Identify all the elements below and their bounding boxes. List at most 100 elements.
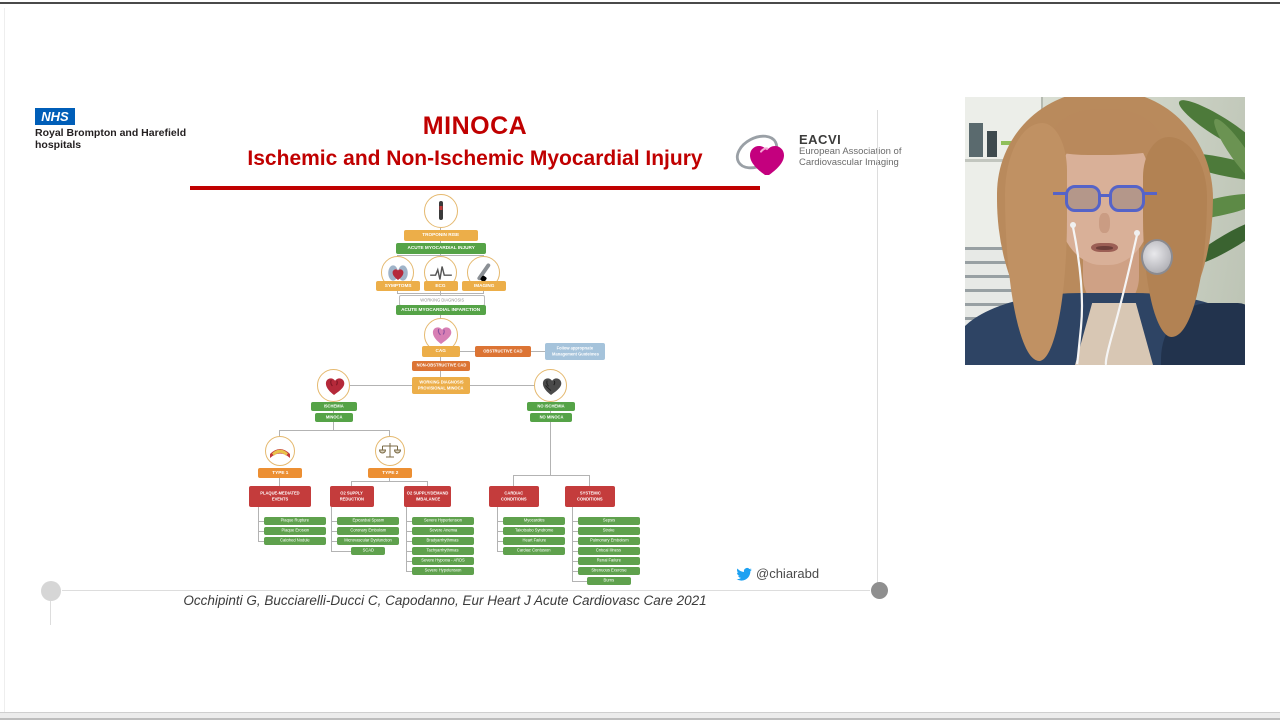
connector bbox=[440, 253, 441, 256]
obstructive-cad-box: OBSTRUCTIVE CAD bbox=[475, 346, 531, 357]
plaque-group-title1: PLAQUE-MEDIATED bbox=[260, 491, 300, 496]
list-item: Severe Hypotension bbox=[412, 567, 474, 575]
minoca-box: MINOCA bbox=[315, 413, 353, 422]
list-item: Bradyarrhythmias bbox=[412, 537, 474, 545]
twitter-bird-icon bbox=[736, 567, 752, 581]
acute-myocardial-injury-label: ACUTE MYOCARDIAL INJURY bbox=[407, 246, 475, 251]
list-item: Microvascular Dysfunction bbox=[337, 537, 399, 545]
slide-title: MINOCA Ischemic and Non-Ischemic Myocard… bbox=[185, 112, 765, 171]
systemic-item-label: Strenuous Exercise bbox=[591, 568, 627, 574]
glasses-bridge bbox=[1099, 194, 1111, 197]
cardiac-group-box: CARDIAC CONDITIONS bbox=[489, 486, 539, 507]
connector bbox=[572, 521, 578, 522]
imbalance-group-box: O2 SUPPLY/DEMAND IMBALANCE bbox=[404, 486, 451, 507]
connector bbox=[440, 371, 441, 377]
right-guide-handle[interactable] bbox=[871, 582, 888, 599]
supply-item-label: Epicardial Spasm bbox=[352, 518, 384, 524]
cardiac-group-title1: CARDIAC bbox=[504, 491, 524, 496]
type2-circle bbox=[375, 436, 405, 466]
connector bbox=[334, 385, 412, 386]
connector bbox=[483, 290, 484, 294]
connector bbox=[572, 551, 578, 552]
connector bbox=[397, 255, 484, 256]
glasses-right-lens bbox=[1109, 185, 1145, 212]
no-minoca-label: NO MINOCA bbox=[539, 415, 563, 420]
connector bbox=[440, 241, 441, 243]
connector bbox=[406, 507, 407, 571]
obstructive-cad-label: OBSTRUCTIVE CAD bbox=[483, 349, 523, 354]
type1-label: TYPE 1 bbox=[271, 470, 289, 476]
list-item: Renal Failure bbox=[578, 557, 640, 565]
list-item: Strenuous Exercise bbox=[578, 567, 640, 575]
connector bbox=[258, 531, 264, 532]
eacvi-logo: EACVI European Association of Cardiovasc… bbox=[733, 126, 943, 182]
troponin-tube-icon bbox=[439, 201, 443, 220]
connector bbox=[513, 475, 590, 476]
cag-label: CAG bbox=[435, 349, 447, 354]
nhs-logo-text: NHS bbox=[41, 109, 69, 124]
title-underline bbox=[190, 186, 760, 190]
imbalance-item-label: Severe Anemia bbox=[429, 528, 457, 534]
provisional-minoca-box: WORKING DIAGNOSIS PROVISIONAL MINOCA bbox=[412, 377, 470, 394]
left-guide-handle[interactable] bbox=[41, 581, 61, 601]
imbalance-item-label: Severe Hypoxia - ARDS bbox=[421, 558, 465, 564]
imbalance-group-title1: O2 SUPPLY/DEMAND bbox=[406, 491, 449, 496]
list-item: SCAD bbox=[351, 547, 385, 555]
connector bbox=[351, 481, 428, 482]
connector bbox=[572, 541, 578, 542]
heart-anatomy-icon bbox=[432, 327, 452, 344]
connector bbox=[497, 551, 503, 552]
nhs-org-name: Royal Brompton and Harefield hospitals bbox=[35, 127, 215, 151]
cardiac-item-label: Myocarditis bbox=[523, 518, 545, 524]
type2-label: TYPE 2 bbox=[381, 470, 399, 476]
troponin-node-circle bbox=[424, 194, 458, 228]
connector bbox=[470, 385, 551, 386]
plaque-item-label: Calcified Nodule bbox=[280, 538, 310, 544]
cardiac-item-label: Takotsubo Syndrome bbox=[514, 528, 554, 534]
list-item: Epicardial Spasm bbox=[337, 517, 399, 525]
list-item: Coronary Embolism bbox=[337, 527, 399, 535]
connector bbox=[333, 411, 334, 413]
ischemia-box: ISCHEMIA bbox=[311, 402, 357, 411]
list-item: Calcified Nodule bbox=[264, 537, 326, 545]
connector bbox=[258, 541, 264, 542]
balance-scale-icon bbox=[378, 443, 402, 458]
glasses-left-lens bbox=[1065, 185, 1101, 212]
acute-mi-label: ACUTE MYOCARDIAL INFARCTION bbox=[401, 307, 481, 313]
glasses-temple-left bbox=[1053, 192, 1067, 195]
connector bbox=[279, 478, 280, 486]
connector bbox=[331, 531, 337, 532]
connector bbox=[406, 551, 412, 552]
connector bbox=[460, 351, 475, 352]
citation-text: Occhipinti G, Bucciarelli-Ducci C, Capod… bbox=[183, 593, 707, 608]
working-diagnosis-label: WORKING DIAGNOSIS bbox=[420, 298, 464, 303]
list-item: Stroke bbox=[578, 527, 640, 535]
connector bbox=[258, 507, 259, 541]
provisional-line1: WORKING DIAGNOSIS bbox=[418, 380, 464, 385]
slide-guide-stub bbox=[50, 601, 51, 625]
systemic-item-label: Stroke bbox=[603, 528, 615, 534]
provisional-line2: PROVISIONAL MINOCA bbox=[418, 386, 464, 391]
guidelines-line2: Management Guidelines bbox=[551, 352, 599, 357]
connector bbox=[331, 541, 337, 542]
connector bbox=[531, 351, 545, 352]
connector bbox=[406, 531, 412, 532]
list-item: Plaque Erosion bbox=[264, 527, 326, 535]
no-ischemia-heart-circle bbox=[534, 369, 567, 402]
systemic-group-title1: SYSTEMIC bbox=[579, 491, 601, 496]
connector bbox=[258, 521, 264, 522]
eacvi-heart-icon bbox=[735, 134, 784, 175]
minoca-label: MINOCA bbox=[325, 415, 343, 420]
bottom-frame-line bbox=[0, 718, 1280, 720]
list-item: Heart Failure bbox=[503, 537, 565, 545]
symptoms-label: SYMPTOMS bbox=[384, 283, 412, 289]
imaging-box: IMAGING bbox=[462, 281, 506, 291]
twitter-handle: @chiarabd bbox=[735, 565, 819, 582]
list-item: Plaque Rupture bbox=[264, 517, 326, 525]
connector bbox=[406, 571, 412, 572]
nhs-org-line2: hospitals bbox=[35, 138, 82, 151]
red-heart-icon bbox=[325, 377, 344, 395]
heart-lungs-icon bbox=[387, 264, 408, 281]
no-ischemia-box: NO ISCHEMIA bbox=[527, 402, 575, 411]
systemic-item-label: Renal Failure bbox=[596, 558, 622, 564]
